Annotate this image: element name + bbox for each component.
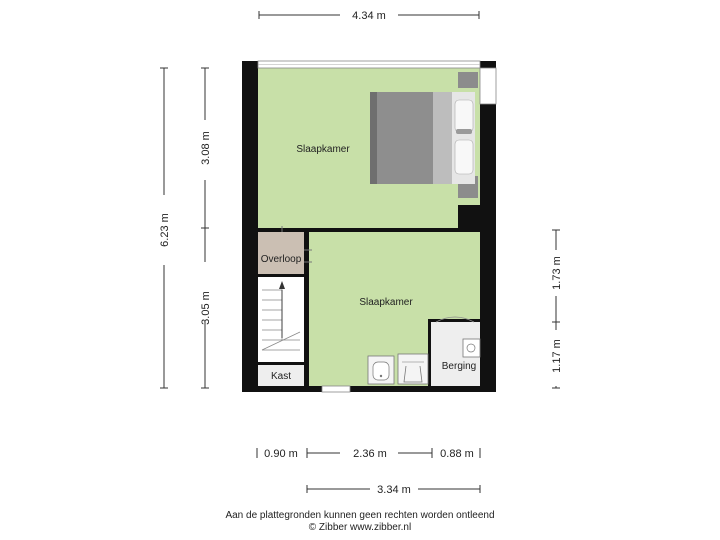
dim-total-height: 6.23 m [159, 213, 171, 247]
window-right [479, 67, 497, 105]
dim-bottom-mid: 2.36 m [353, 448, 387, 460]
storage-door-swing [435, 316, 475, 323]
dim-top-width: 4.34 m [352, 10, 386, 22]
dim-bottom-right: 0.88 m [440, 448, 474, 460]
dimension-right: 1.73 m 1.17 m [551, 229, 563, 389]
door-landing [281, 226, 312, 263]
room-label-landing: Overloop [261, 254, 302, 265]
stair-treads [261, 281, 301, 351]
closet-wall [258, 362, 304, 365]
washbasin-icon [367, 355, 395, 385]
closet-floor [258, 365, 304, 386]
staircase [258, 277, 304, 362]
interior-wall-vertical [304, 228, 309, 386]
landing-wall [258, 274, 304, 277]
dimension-bottom-total: 3.34 m [306, 484, 481, 496]
dim-upper-height: 3.08 m [200, 131, 212, 165]
landing-floor [258, 232, 304, 274]
dim-bottom-left: 0.90 m [264, 448, 298, 460]
dim-right-upper: 1.73 m [551, 256, 563, 290]
dim-bottom-total: 3.34 m [377, 484, 411, 496]
dimension-left-parts: 3.08 m 3.05 m [200, 67, 212, 389]
storage-wall-side [428, 319, 431, 386]
room-label-closet: Kast [271, 371, 291, 382]
stair-direction-arrow-icon [279, 281, 285, 289]
room-label-bedroom-bottom: Slaapkamer [359, 297, 413, 308]
dim-lower-height: 3.05 m [200, 291, 212, 325]
room-label-bedroom-top: Slaapkamer [296, 144, 350, 155]
dimension-top: 4.34 m [258, 10, 480, 22]
dim-right-lower: 1.17 m [551, 339, 563, 373]
storage-wall-top [428, 319, 480, 322]
double-bed-icon [370, 72, 478, 198]
footer-copyright: © Zibber www.zibber.nl [308, 522, 412, 533]
room-label-storage: Berging [442, 361, 476, 372]
dimension-left-total: 6.23 m [159, 67, 171, 389]
dimension-bottom-parts: 0.90 m 2.36 m 0.88 m [256, 448, 481, 460]
window-bottom [321, 385, 351, 393]
boiler-icon [397, 353, 429, 385]
interior-wall-horizontal [258, 228, 480, 232]
wall-block [458, 205, 480, 228]
footer-disclaimer: Aan de plattegronden kunnen geen rechten… [225, 510, 495, 521]
washing-machine-icon [462, 338, 481, 358]
